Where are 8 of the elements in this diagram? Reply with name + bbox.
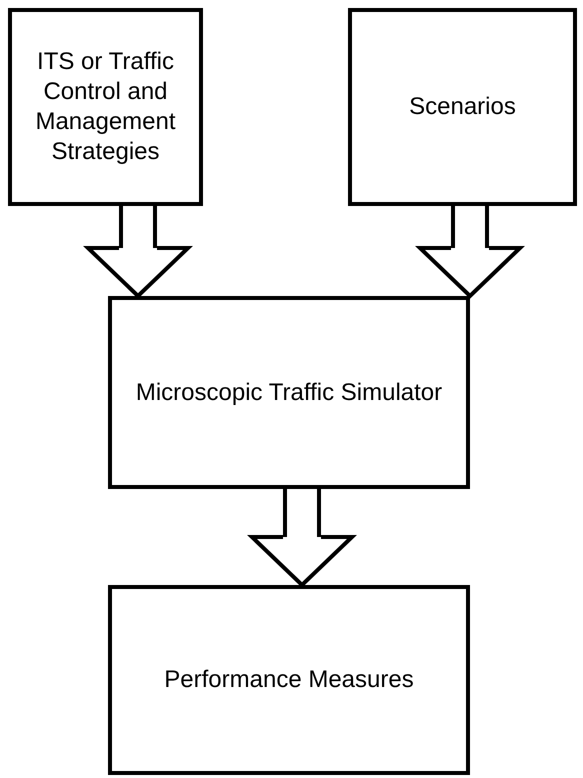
box-label: Performance Measures — [164, 665, 414, 695]
process-box — [108, 296, 470, 489]
box-label: Microscopic Traffic Simulator — [136, 378, 442, 408]
box-label: Scenarios — [409, 92, 516, 122]
process-box — [348, 8, 577, 206]
box-label: ITS or Traffic Control and Management Strategies — [34, 47, 177, 167]
process-box — [108, 585, 470, 775]
process-box — [8, 8, 203, 206]
